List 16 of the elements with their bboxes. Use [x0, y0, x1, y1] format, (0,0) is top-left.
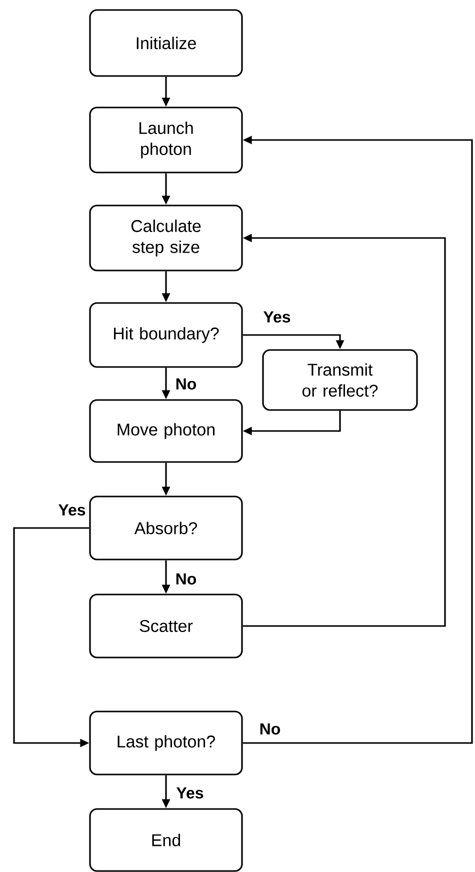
edge-label: Yes: [175, 786, 205, 800]
process-box: End: [89, 808, 243, 872]
process-box: Move photon: [89, 399, 243, 463]
process-box: Scatter: [89, 594, 243, 658]
edge-label: Yes: [57, 503, 87, 517]
process-box: Initialize: [89, 9, 243, 77]
process-box: Launch photon: [89, 106, 243, 174]
process-box: Hit boundary?: [89, 302, 243, 368]
process-box: Calculate step size: [89, 204, 243, 272]
edge-label: No: [174, 377, 198, 391]
edge-label: No: [174, 572, 198, 586]
edge-label: Yes: [262, 310, 292, 324]
process-box: Transmit or reflect?: [262, 349, 418, 411]
process-box: Absorb?: [89, 496, 243, 560]
edge-label: No: [258, 722, 282, 736]
process-box: Last photon?: [89, 710, 243, 776]
